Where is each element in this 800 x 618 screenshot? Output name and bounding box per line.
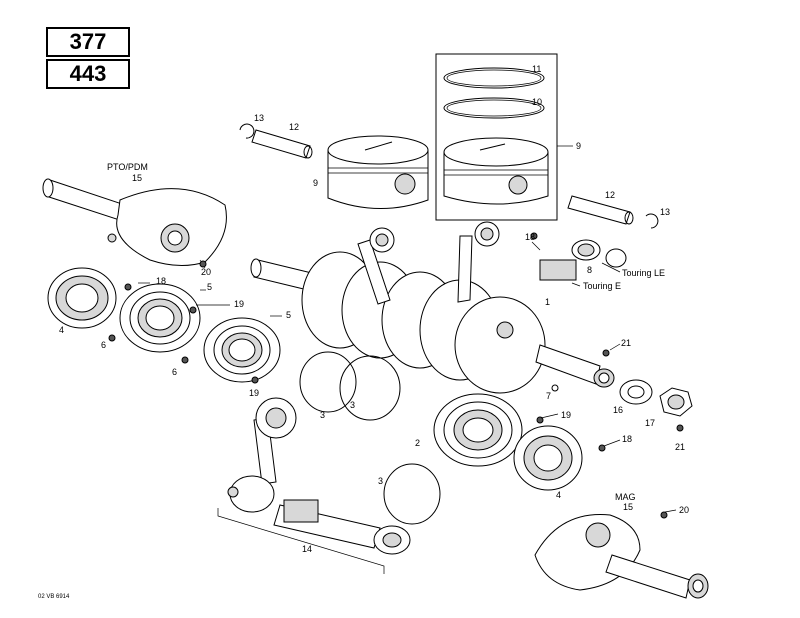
callout-16: 16 — [613, 405, 623, 415]
callout-20b: 20 — [679, 505, 689, 515]
pto-crank-half — [42, 178, 227, 269]
callout-3: 3 — [320, 410, 325, 420]
callout-19: 19 — [234, 299, 244, 309]
callout-9: 9 — [313, 178, 318, 188]
piston-ring-11 — [443, 67, 545, 89]
ball-bearing-5-middle — [203, 317, 281, 383]
nut-17 — [659, 387, 693, 417]
callout-6b: 6 — [172, 367, 177, 377]
callout-2: 2 — [415, 438, 420, 448]
oil-seal-4-left — [47, 267, 117, 329]
section-label-touring-le: Touring LE — [622, 268, 665, 278]
section-label-mag: MAG — [615, 492, 636, 502]
wrist-pin-12-right — [567, 195, 634, 225]
wrist-pin-12 — [251, 129, 313, 159]
callout-17: 17 — [645, 418, 655, 428]
callout-13b: 13 — [660, 207, 670, 217]
circlip-13-right — [645, 213, 659, 229]
callout-1: 1 — [545, 297, 550, 307]
dowel-pin-6 — [108, 334, 116, 342]
callout-18c: 18 — [622, 434, 632, 444]
ball-bearing-2 — [433, 393, 523, 467]
callout-7: 7 — [546, 391, 551, 401]
piston-ring-10 — [443, 97, 545, 119]
callout-3c: 3 — [378, 476, 383, 486]
callout-18b: 18 — [525, 232, 535, 242]
leader-lines — [138, 241, 677, 513]
circlip-13 — [239, 123, 255, 139]
callout-5b: 5 — [286, 310, 291, 320]
section-label-touring-e: Touring E — [583, 281, 621, 291]
callout-20: 20 — [201, 267, 211, 277]
piston-9 — [327, 135, 429, 210]
dowel-pin-6b — [181, 356, 189, 364]
key-7 — [551, 384, 559, 392]
model-number-box: 377 — [46, 27, 130, 57]
connecting-rod-14 — [227, 397, 411, 555]
callout-19b: 19 — [249, 388, 259, 398]
callout-4b: 4 — [556, 490, 561, 500]
callout-14: 14 — [302, 544, 312, 554]
ring-3-pair — [299, 351, 401, 421]
callout-15: 15 — [132, 173, 142, 183]
callout-4: 4 — [59, 325, 64, 335]
piston-9-kit — [443, 137, 549, 205]
washer-16 — [619, 379, 653, 405]
callout-3b: 3 — [350, 400, 355, 410]
callout-9b: 9 — [576, 141, 581, 151]
crankshaft-assembly-1 — [250, 221, 615, 394]
oil-seal-4-right — [513, 425, 583, 491]
callout-19c: 19 — [561, 410, 571, 420]
callout-21b: 21 — [675, 442, 685, 452]
callout-13: 13 — [254, 113, 264, 123]
callout-15b: 15 — [623, 502, 633, 512]
callout-8: 8 — [587, 265, 592, 275]
section-label-pto: PTO/PDM — [107, 162, 148, 172]
callout-12b: 12 — [605, 190, 615, 200]
callout-10: 10 — [532, 97, 542, 107]
needle-bearing-8 — [539, 239, 627, 281]
ring-3-lower — [383, 463, 441, 525]
callout-5: 5 — [207, 282, 212, 292]
callout-6: 6 — [101, 340, 106, 350]
ball-bearing-5-left — [119, 283, 201, 353]
piston-kit-frame — [435, 53, 558, 221]
callout-11: 11 — [532, 64, 541, 74]
footer-code: 02 VB 6914 — [38, 594, 70, 600]
mag-crank-half — [534, 514, 709, 599]
rod-kit-bracket — [217, 508, 385, 574]
callout-18: 18 — [156, 276, 166, 286]
callout-12: 12 — [289, 122, 299, 132]
model-number-box: 443 — [46, 59, 130, 89]
callout-21: 21 — [621, 338, 631, 348]
